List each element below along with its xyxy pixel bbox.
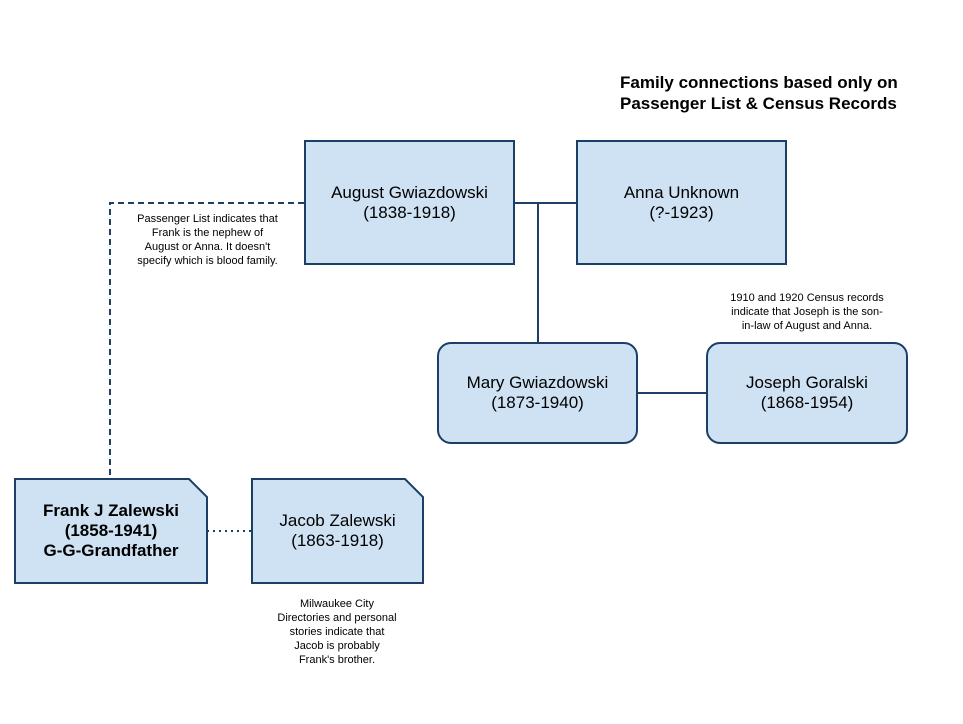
note-line: 1910 and 1920 Census records	[730, 292, 884, 304]
person-name: Frank J Zalewski	[42, 501, 180, 520]
note-line: in-law of August and Anna.	[741, 320, 873, 332]
person-name: Jacob Zalewski	[279, 511, 396, 530]
note-line: Frank is the nephew of	[151, 227, 264, 239]
note-passenger-list: Passenger List indicates that Frank is t…	[120, 212, 295, 268]
diagram-title-line-1: Family connections based only on	[620, 73, 898, 92]
note-line: Frank's brother.	[298, 654, 376, 666]
person-dates: (1838-1918)	[363, 202, 456, 222]
person-name: Anna Unknown	[623, 182, 740, 202]
person-dates: (1858-1941)	[64, 521, 158, 540]
diagram-title: Family connections based only on Passeng…	[620, 72, 898, 114]
note-line: stories indicate that	[289, 626, 385, 638]
person-role: G-G-Grandfather	[43, 541, 179, 560]
person-name: August Gwiazdowski	[331, 182, 488, 202]
note-line: Passenger List indicates that	[137, 213, 278, 225]
note-line: indicate that Joseph is the son-	[731, 306, 883, 318]
person-box-joseph: Joseph Goralski (1868-1954)	[706, 342, 908, 444]
nephew-dashed-line	[109, 202, 304, 479]
note-line: specify which is blood family.	[137, 255, 278, 267]
note-milwaukee-directories: Milwaukee City Directories and personal …	[262, 597, 412, 667]
person-box-jacob: Jacob Zalewski (1863-1918)	[252, 479, 423, 583]
note-line: Directories and personal	[277, 612, 397, 624]
person-box-frank: Frank J Zalewski (1858-1941) G-G-Grandfa…	[15, 479, 207, 583]
person-name: Joseph Goralski	[746, 373, 868, 392]
note-line: Milwaukee City	[300, 598, 374, 610]
person-box-august: August Gwiazdowski (1838-1918)	[304, 140, 515, 265]
person-dates: (1863-1918)	[291, 531, 384, 550]
person-name: Mary Gwiazdowski	[466, 373, 609, 392]
person-box-mary: Mary Gwiazdowski (1873-1940)	[437, 342, 638, 444]
note-line: August or Anna. It doesn't	[144, 241, 271, 253]
person-dates: (1868-1954)	[760, 393, 854, 412]
person-box-anna: Anna Unknown (?-1923)	[576, 140, 787, 265]
note-line: Jacob is probably	[294, 640, 380, 652]
note-census-records: 1910 and 1920 Census records indicate th…	[712, 291, 902, 333]
person-dates: (?-1923)	[649, 202, 714, 222]
diagram-title-line-2: Passenger List & Census Records	[620, 94, 897, 113]
person-dates: (1873-1940)	[491, 393, 584, 412]
